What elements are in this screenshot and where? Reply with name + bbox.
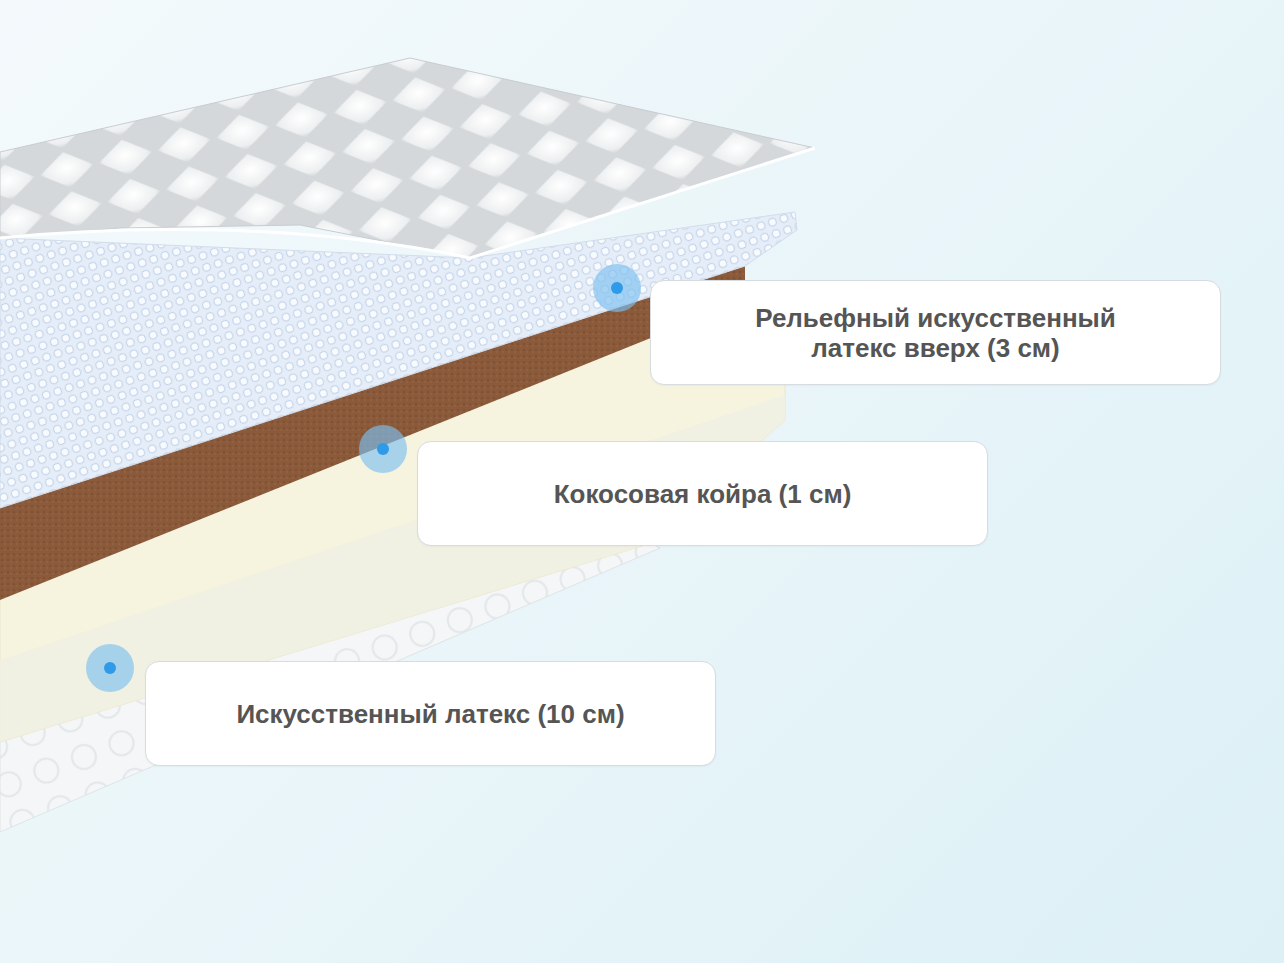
callout-label: Искусственный латекс (10 см) bbox=[236, 699, 624, 729]
callout-label: Рельефный искусственный латекс вверх (3 … bbox=[716, 303, 1156, 363]
callout-label: Кокосовая койра (1 см) bbox=[554, 479, 852, 509]
cover-edge bbox=[0, 148, 815, 258]
callout-box: Рельефный искусственный латекс вверх (3 … bbox=[650, 280, 1221, 385]
callout-box: Искусственный латекс (10 см) bbox=[145, 661, 716, 766]
quilted-cover bbox=[0, 58, 815, 258]
callout-dot bbox=[593, 264, 641, 312]
callout-box: Кокосовая койра (1 см) bbox=[417, 441, 988, 546]
callout-dot-center bbox=[377, 443, 389, 455]
callout-dot-center bbox=[611, 282, 623, 294]
callout-dot bbox=[359, 425, 407, 473]
callout-dot bbox=[86, 644, 134, 692]
callout-dot-center bbox=[104, 662, 116, 674]
